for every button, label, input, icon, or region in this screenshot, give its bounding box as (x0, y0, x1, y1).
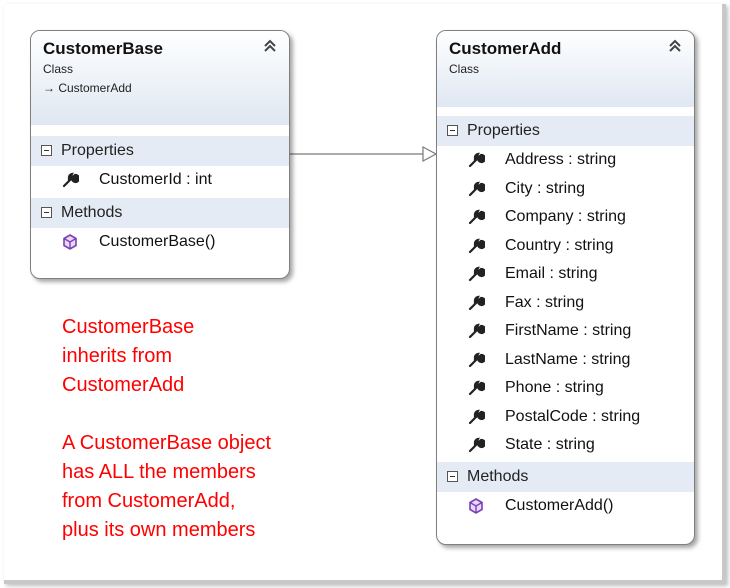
property-item[interactable]: Email : string (437, 260, 694, 289)
class-header: CustomerAdd Class (437, 31, 694, 107)
properties-section-header[interactable]: Properties (437, 116, 694, 146)
wrench-icon (468, 209, 485, 225)
class-stereotype: Class (449, 62, 480, 76)
class-customer-add[interactable]: CustomerAdd Class Properties Address : s… (436, 30, 695, 545)
note-line: CustomerAdd (62, 374, 185, 396)
section-label: Methods (61, 204, 123, 221)
method-item[interactable]: CustomerAdd() (437, 492, 694, 526)
class-customer-base[interactable]: CustomerBase Class → CustomerAdd Propert… (30, 30, 290, 279)
wrench-icon (468, 323, 485, 339)
section-label: Properties (61, 142, 134, 159)
property-item[interactable]: Fax : string (437, 289, 694, 318)
cube-icon (63, 234, 77, 250)
class-header: CustomerBase Class → CustomerAdd (31, 31, 289, 125)
inheritance-arrowhead (422, 145, 438, 163)
wrench-icon (468, 352, 485, 367)
minus-box-icon[interactable] (41, 207, 52, 218)
property-text: CustomerId : int (99, 171, 212, 188)
section-label: Properties (467, 122, 540, 139)
class-stereotype: Class (43, 62, 74, 76)
note-line: CustomerBase (62, 316, 195, 338)
methods-section-header[interactable]: Methods (437, 461, 694, 492)
property-item[interactable]: LastName : string (437, 346, 694, 375)
note-line: from CustomerAdd, (62, 490, 236, 512)
method-text: CustomerAdd() (505, 496, 614, 514)
property-text: Country : string (505, 236, 614, 254)
property-text: PostalCode : string (505, 407, 641, 425)
method-item[interactable]: CustomerBase() (31, 228, 289, 262)
class-name: CustomerBase (43, 39, 163, 58)
wrench-icon (468, 266, 485, 282)
property-item[interactable]: Country : string (437, 232, 694, 261)
wrench-icon (468, 409, 485, 424)
note-line: plus its own members (62, 519, 256, 541)
wrench-icon (468, 152, 485, 168)
inherits-label: → CustomerAdd (43, 81, 132, 95)
methods-section-header[interactable]: Methods (31, 198, 289, 228)
property-text: State : string (505, 436, 595, 453)
method-text: CustomerBase() (99, 233, 216, 250)
wrench-icon (468, 437, 485, 453)
property-item[interactable]: CustomerId : int (31, 166, 289, 198)
minus-box-icon[interactable] (41, 145, 52, 156)
double-chevron-up-icon[interactable] (263, 39, 277, 53)
cube-icon (469, 497, 483, 514)
property-text: Company : string (505, 208, 626, 225)
wrench-icon (62, 172, 79, 188)
wrench-icon (468, 181, 485, 196)
property-item[interactable]: FirstName : string (437, 317, 694, 346)
property-item[interactable]: City : string (437, 175, 694, 204)
property-item[interactable]: PostalCode : string (437, 403, 694, 432)
property-text: Phone : string (505, 379, 604, 396)
property-text: Email : string (505, 265, 598, 282)
class-name: CustomerAdd (449, 39, 562, 58)
wrench-icon (468, 380, 485, 396)
properties-section-header[interactable]: Properties (31, 136, 289, 166)
double-chevron-up-icon[interactable] (668, 39, 682, 53)
property-text: Fax : string (505, 293, 585, 311)
section-label: Methods (467, 467, 529, 485)
property-text: FirstName : string (505, 322, 632, 339)
property-item[interactable]: Address : string (437, 146, 694, 175)
note-line: inherits from (62, 345, 173, 367)
note-line (62, 400, 271, 429)
note-line: has ALL the members (62, 461, 256, 483)
wrench-icon (468, 295, 485, 310)
note-line: A CustomerBase object (62, 432, 271, 454)
wrench-icon (468, 238, 485, 253)
property-item[interactable]: Company : string (437, 203, 694, 232)
property-text: City : string (505, 179, 586, 197)
minus-box-icon[interactable] (447, 470, 458, 482)
property-text: Address : string (505, 151, 617, 168)
minus-box-icon[interactable] (447, 125, 458, 136)
property-item[interactable]: State : string (437, 431, 694, 460)
property-item[interactable]: Phone : string (437, 374, 694, 403)
property-text: LastName : string (505, 350, 631, 368)
